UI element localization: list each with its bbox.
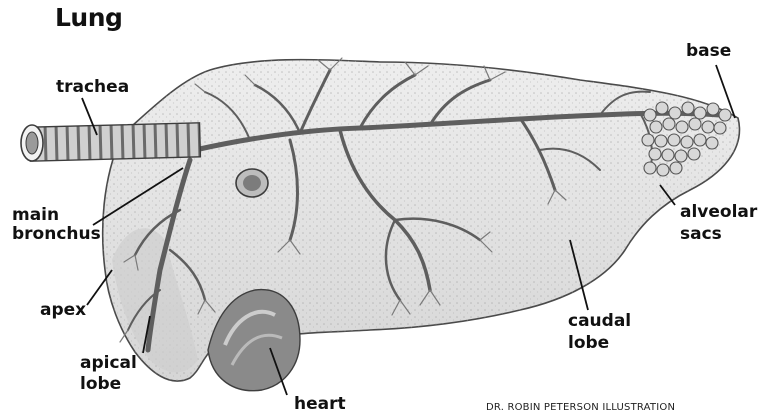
label-apical-lobe-line1: apical: [80, 354, 137, 373]
label-alveolar-sacs-line2: sacs: [680, 225, 722, 244]
page-title: Lung: [55, 4, 122, 32]
label-alveolar-sacs-line1: alveolar: [680, 203, 757, 222]
label-apex: apex: [40, 301, 86, 320]
label-apical-lobe-line2: lobe: [80, 375, 121, 394]
label-heart: heart: [294, 395, 346, 414]
label-caudal-lobe-line1: caudal: [568, 312, 631, 331]
trachea-tube: [21, 123, 200, 161]
label-trachea: trachea: [56, 78, 129, 97]
label-base: base: [686, 42, 731, 61]
label-main-bronchus-line1: main: [12, 206, 59, 225]
label-main-bronchus-line2: bronchus: [12, 225, 101, 244]
illustration-credit: DR. ROBIN PETERSON ILLUSTRATION: [486, 402, 675, 413]
label-caudal-lobe-line2: lobe: [568, 334, 609, 353]
